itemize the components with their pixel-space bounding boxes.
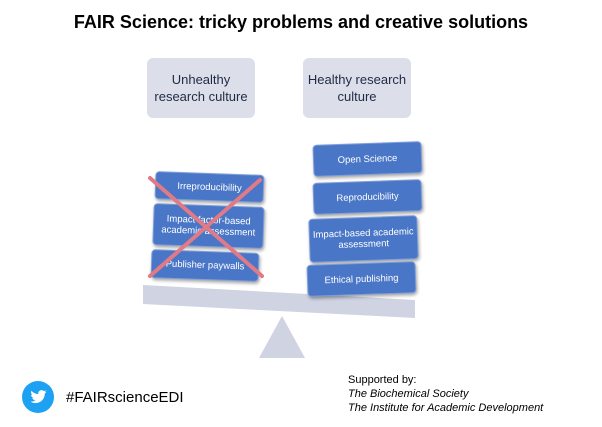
scale-beam [143,285,415,318]
scale-fulcrum [259,316,305,358]
block-reproducibility: Reproducibility [312,179,423,215]
twitter-bird-icon[interactable] [22,381,54,413]
supported-by-heading: Supported by: [348,374,417,386]
block-impact-factor-assessment: Impact factor-based academic assessment [152,203,265,249]
healthy-culture-label: Healthy research culture [303,58,411,118]
page-title: FAIR Science: tricky problems and creati… [73,12,529,32]
block-open-science: Open Science [312,141,423,177]
hashtag-text: #FAIRscienceEDI [66,389,184,406]
block-irreproducibility: Irreproducibility [154,171,265,203]
block-ethical-publishing: Ethical publishing [306,261,417,297]
block-publisher-paywalls: Publisher paywalls [150,249,260,282]
supported-by: Supported by: The Biochemical Society Th… [348,373,543,415]
supporter-iad: The Institute for Academic Development [348,402,544,414]
block-impact-based-assessment: Impact-based academic assessment [308,215,419,263]
unhealthy-culture-label: Unhealthy research culture [147,58,255,118]
supporter-biochemical-society: The Biochemical Society [348,388,469,400]
